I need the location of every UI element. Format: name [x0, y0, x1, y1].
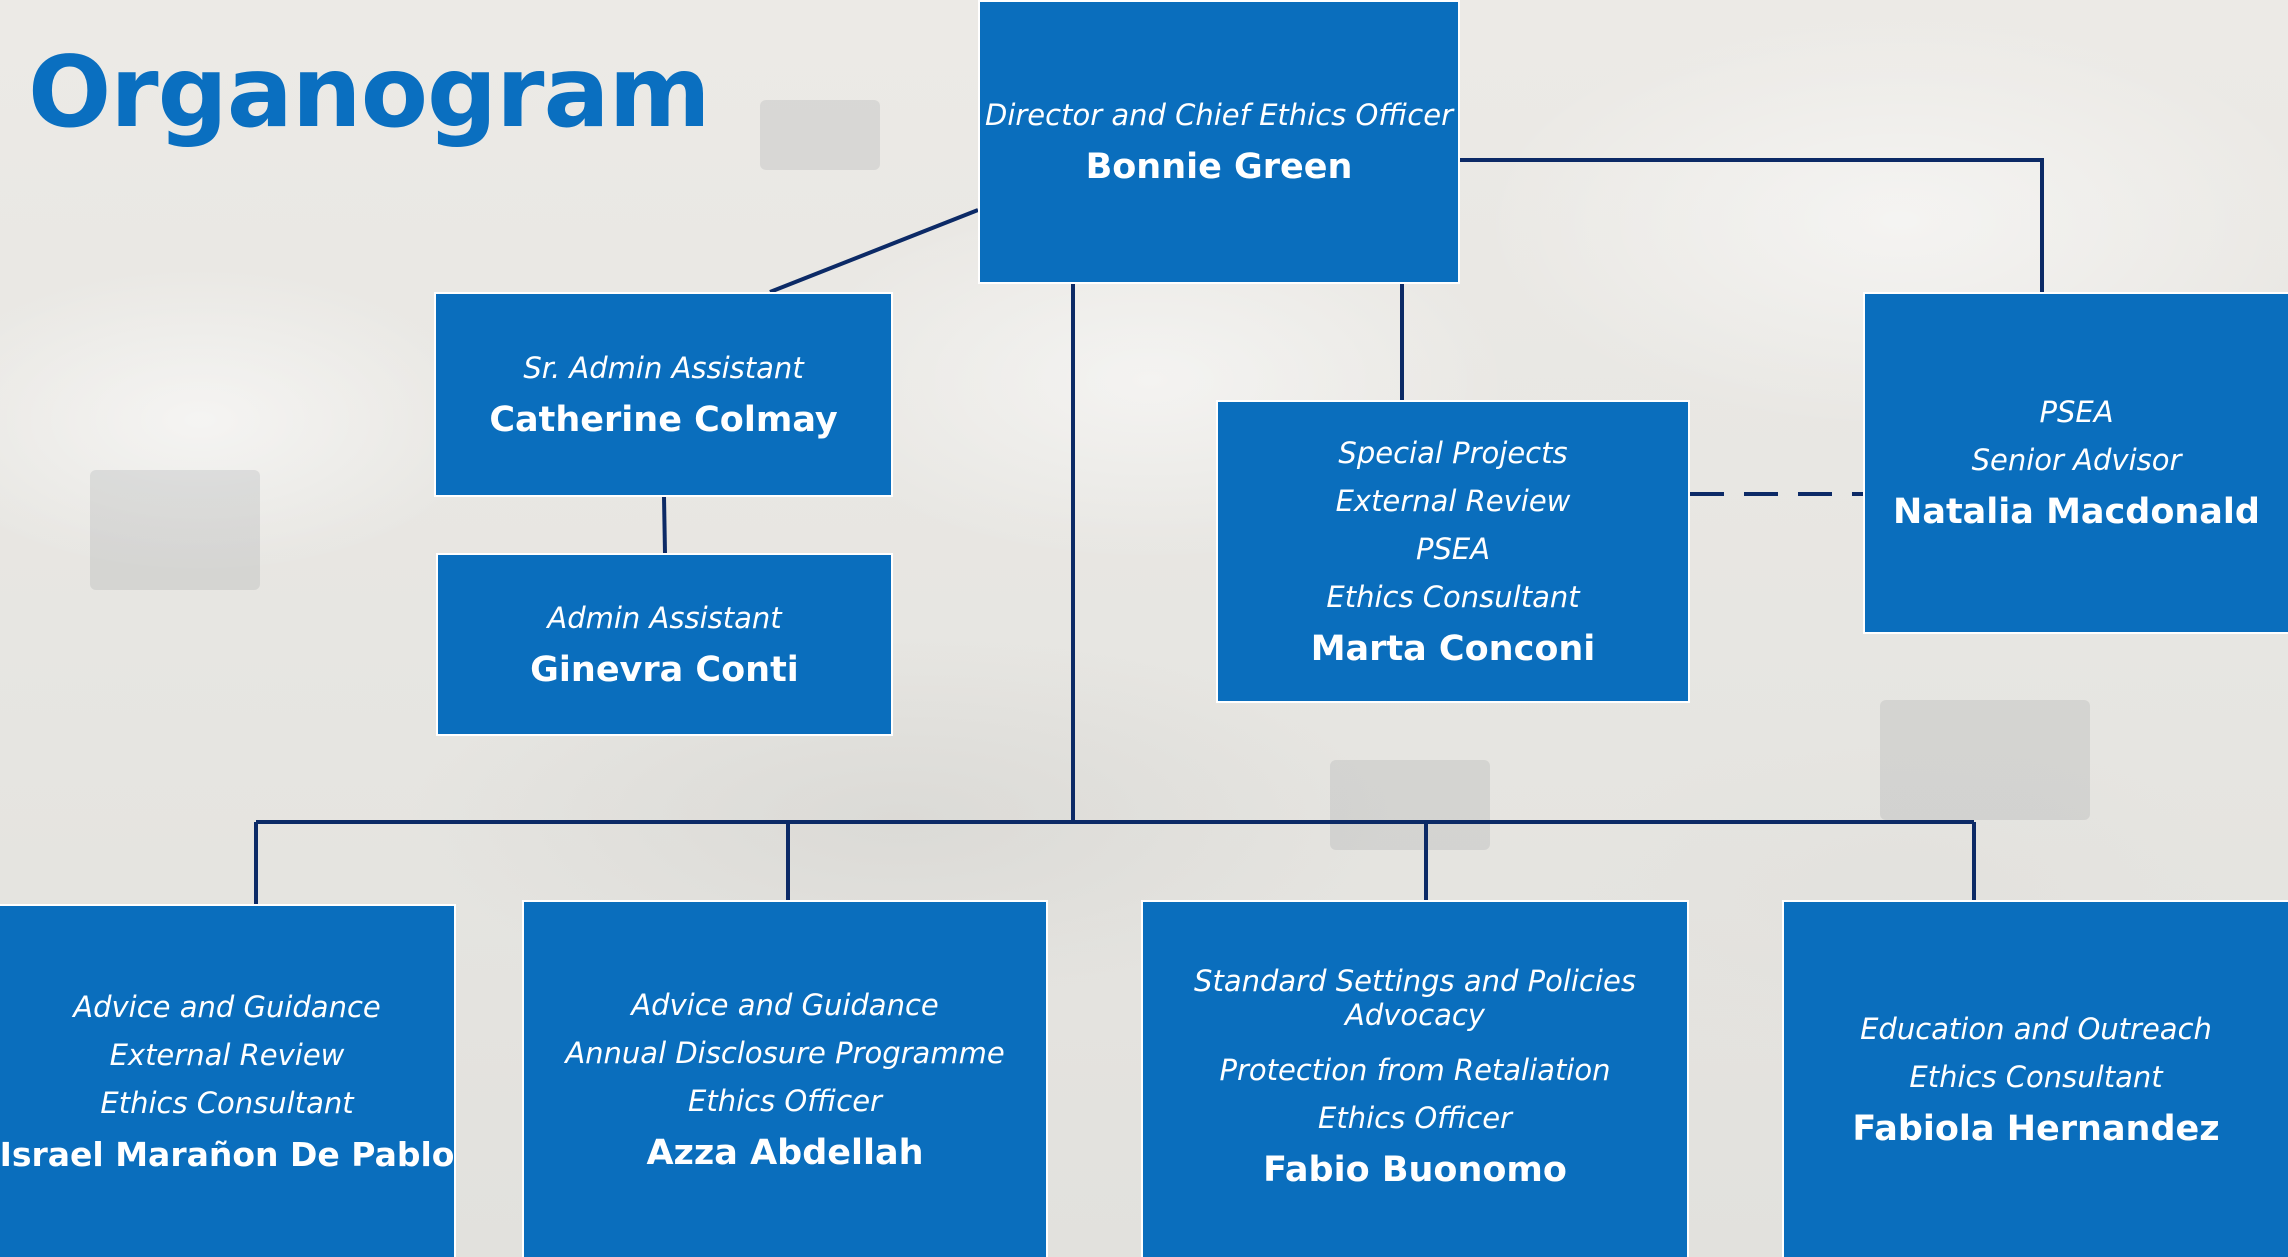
- node-role: Sr. Admin Assistant: [523, 350, 804, 385]
- node-role: Advice and Guidance: [73, 989, 381, 1024]
- node-admin[interactable]: Admin Assistant Ginevra Conti: [436, 553, 893, 736]
- node-role: Protection from Retaliation: [1219, 1052, 1611, 1087]
- node-special-projects[interactable]: Special Projects External Review PSEA Et…: [1216, 400, 1690, 703]
- node-role: Admin Assistant: [547, 600, 782, 635]
- node-role: PSEA: [1415, 531, 1491, 566]
- node-name: Azza Abdellah: [646, 1132, 924, 1173]
- node-name: Natalia Macdonald: [1893, 492, 2260, 532]
- node-role: Ethics Consultant: [100, 1085, 354, 1120]
- background-mark: [90, 470, 260, 590]
- connector-sr-admin-admin: [662, 496, 667, 554]
- node-role: Education and Outreach: [1860, 1011, 2212, 1046]
- page-title: Organogram: [28, 36, 711, 150]
- node-name: Bonnie Green: [1085, 147, 1353, 187]
- node-role: Senior Advisor: [1971, 443, 2182, 477]
- connector-director-sr-admin: [769, 208, 979, 294]
- node-fabio[interactable]: Standard Settings and Policies Advocacy …: [1141, 900, 1689, 1257]
- node-name: Marta Conconi: [1310, 628, 1596, 669]
- node-role: Advocacy: [1345, 997, 1485, 1032]
- node-role: External Review: [109, 1037, 345, 1072]
- node-name: Fabiola Hernandez: [1852, 1108, 2220, 1149]
- node-role: Ethics Consultant: [1326, 579, 1580, 614]
- node-name: Catherine Colmay: [489, 399, 838, 440]
- node-role: Annual Disclosure Programme: [565, 1035, 1005, 1070]
- node-name: Fabio Buonomo: [1263, 1149, 1567, 1190]
- node-name: Ginevra Conti: [530, 649, 799, 690]
- background-mark: [760, 100, 880, 170]
- node-israel[interactable]: Advice and Guidance External Review Ethi…: [0, 904, 456, 1257]
- node-role: External Review: [1335, 483, 1571, 518]
- node-role: PSEA: [2039, 395, 2114, 429]
- node-role: Special Projects: [1338, 435, 1568, 470]
- node-psea-advisor[interactable]: PSEA Senior Advisor Natalia Macdonald: [1863, 292, 2288, 634]
- background-mark: [1880, 700, 2090, 820]
- node-role: Ethics Officer: [1318, 1100, 1512, 1135]
- node-role: Ethics Consultant: [1909, 1059, 2163, 1094]
- node-fabiola[interactable]: Education and Outreach Ethics Consultant…: [1782, 900, 2288, 1257]
- node-role: Ethics Officer: [688, 1083, 882, 1118]
- connector-director-psea: [1460, 158, 2044, 292]
- node-role: Director and Chief Ethics Officer: [984, 98, 1453, 132]
- node-sr-admin[interactable]: Sr. Admin Assistant Catherine Colmay: [434, 292, 893, 497]
- node-role: Advice and Guidance: [631, 987, 939, 1022]
- node-role: Standard Settings and Policies: [1194, 963, 1636, 998]
- node-director[interactable]: Director and Chief Ethics Officer Bonnie…: [978, 0, 1460, 284]
- node-name: Israel Marañon De Pablo: [0, 1134, 455, 1174]
- background-mark: [1330, 760, 1490, 850]
- node-azza[interactable]: Advice and Guidance Annual Disclosure Pr…: [522, 900, 1048, 1257]
